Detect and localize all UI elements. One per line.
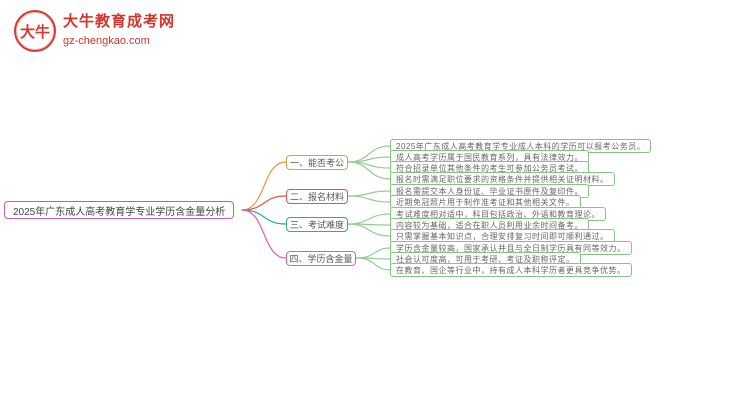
branch-node-registration-materials: 二、报名材料 [286, 189, 348, 204]
site-logo: 大牛 大牛教育成考网 gz-chengkao.com [14, 10, 175, 52]
connector-branch1-leaf-4 [347, 161, 391, 180]
connector-branch2-leaf-2 [347, 195, 391, 203]
connector-root-branch-2 [241, 195, 287, 211]
leaf-node: 在教育、国企等行业中，持有成人本科学历者更具竞争优势。 [390, 263, 632, 277]
connector-branch3-leaf-1 [347, 213, 391, 225]
branch-node-can-apply-civil-service: 一、能否考公 [286, 155, 348, 170]
connector-root-branch-4 [241, 209, 287, 259]
site-name: 大牛教育成考网 [63, 13, 176, 30]
logo-seal-text: 大牛 [19, 23, 50, 41]
connector-branch4-leaf-3 [355, 257, 391, 271]
branch-node-degree-value: 四、学历含金量 [286, 251, 356, 266]
connector-branch2-leaf-1 [347, 190, 391, 197]
connector-branch4-leaf-1 [355, 247, 391, 259]
branch-node-exam-difficulty: 三、考试难度 [286, 217, 348, 232]
mindmap-root-node: 2025年广东成人高考教育学专业学历含金量分析 [4, 201, 235, 219]
logo-seal-icon: 大牛 [14, 10, 56, 52]
connector-root-branch-1 [241, 161, 287, 211]
site-url: gz-chengkao.com [63, 34, 150, 47]
connector-branch3-leaf-3 [347, 223, 391, 237]
connector-branch1-leaf-2 [347, 156, 391, 163]
